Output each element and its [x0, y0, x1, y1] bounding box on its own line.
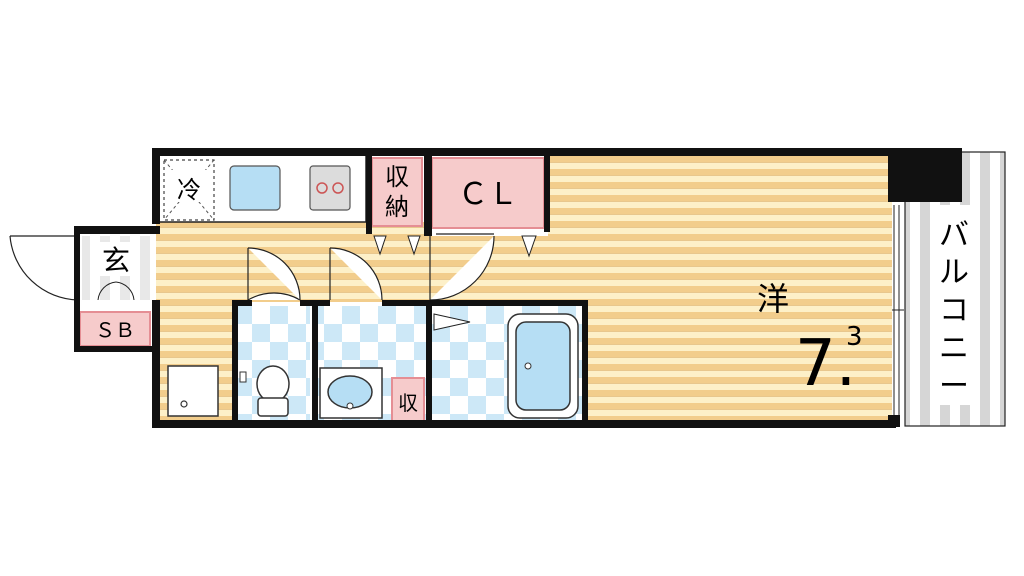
- bathroom: [432, 306, 582, 422]
- storage-tall: 収 納: [371, 157, 423, 256]
- room-size-main: 7.: [795, 327, 856, 401]
- balcony-label-5: ー: [939, 369, 969, 404]
- washroom: 収: [318, 247, 426, 423]
- shoe-box-label: ＳＢ: [95, 318, 135, 342]
- washer-pan: [167, 365, 219, 417]
- fridge-label: 冷: [177, 176, 201, 204]
- walls: [74, 148, 962, 428]
- storage-label-2: 納: [385, 193, 409, 221]
- room-size-decimal: 3: [846, 322, 863, 352]
- closet-label: ＣＬ: [458, 177, 518, 212]
- stove: [309, 165, 351, 211]
- bathtub: [515, 321, 571, 411]
- balcony-label-3: コ: [939, 293, 969, 328]
- entrance: 玄 ＳＢ: [9, 232, 154, 347]
- kitchen: 冷: [155, 153, 367, 223]
- balcony-label-1: バ: [939, 218, 969, 253]
- western-room: 洋 7. 3: [757, 280, 863, 401]
- toilet-room: [238, 247, 310, 422]
- wood-floor: [156, 154, 892, 424]
- toilet-bowl: [256, 365, 290, 403]
- western-room-label: 洋: [757, 280, 789, 318]
- entrance-label: 玄: [102, 244, 130, 277]
- closet: ＣＬ: [429, 157, 545, 301]
- kitchen-sink: [229, 165, 281, 211]
- small-storage-label: 収: [398, 391, 418, 415]
- storage-label-1: 収: [385, 163, 409, 191]
- balcony-label-2: ル: [939, 255, 969, 290]
- balcony-label-4: ニ: [939, 331, 969, 366]
